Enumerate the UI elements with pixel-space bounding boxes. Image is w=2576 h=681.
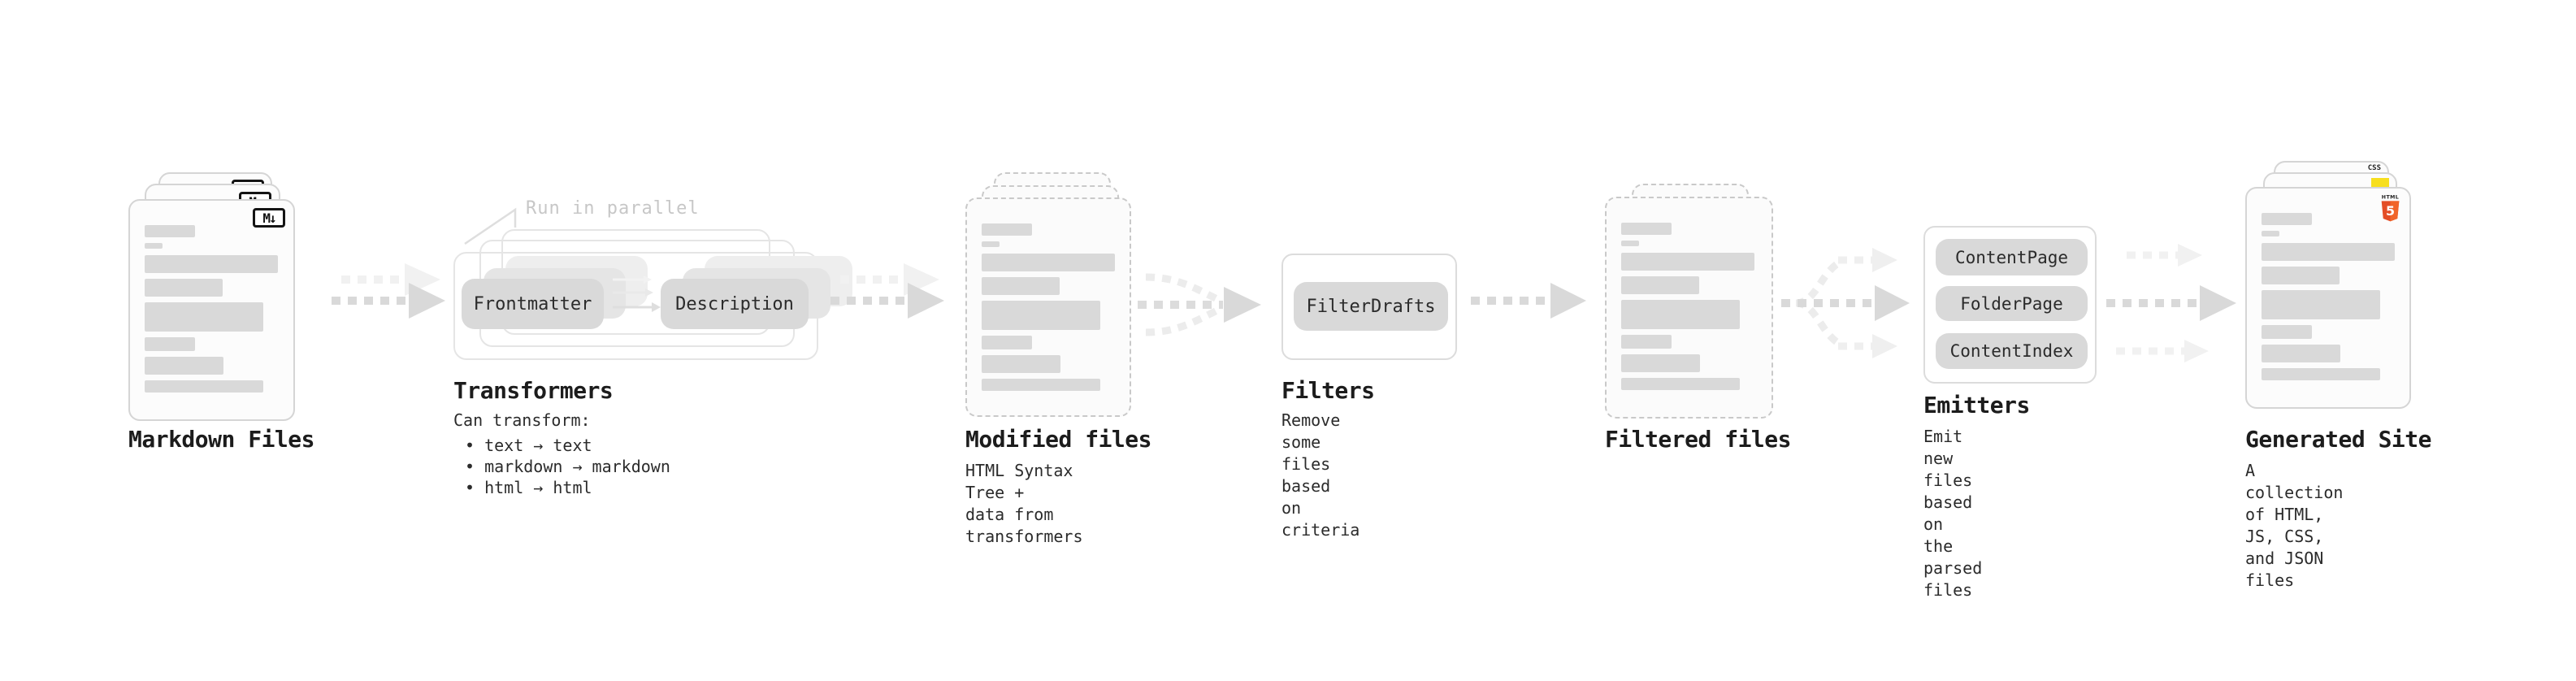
filters-box: FilterDrafts bbox=[1281, 254, 1457, 360]
parallel-flow-arrows bbox=[613, 275, 661, 312]
arrow-emitters-to-generated bbox=[2106, 244, 2236, 362]
filters-sublabel: Remove some files based on criteria bbox=[1281, 410, 1360, 540]
note-leader-line bbox=[464, 207, 517, 245]
stage-label-filters: Filters bbox=[1281, 377, 1375, 404]
svg-text:5: 5 bbox=[2386, 203, 2395, 219]
arrow-modified-to-filters bbox=[1138, 273, 1261, 336]
stage-label-markdown-files: Markdown Files bbox=[128, 426, 315, 453]
pill-contentindex: ContentIndex bbox=[1936, 333, 2088, 369]
svg-text:HTML: HTML bbox=[2382, 194, 2399, 200]
emitters-box: ContentPage FolderPage ContentIndex bbox=[1923, 226, 2097, 384]
javascript-icon bbox=[2371, 178, 2389, 188]
arrow-transformers-to-modified bbox=[830, 263, 944, 319]
bullet-item: • text → text bbox=[465, 436, 592, 455]
pill-folderpage: FolderPage bbox=[1936, 286, 2088, 321]
arrow-markdown-to-transformers bbox=[332, 263, 445, 319]
modified-files-sublabel: HTML Syntax Tree + data from transformer… bbox=[965, 461, 1083, 546]
arrow-filtered-to-emitters bbox=[1781, 248, 1910, 358]
pill-description: Description bbox=[661, 279, 809, 329]
emitters-sublabel: Emit new files based on the parsed files bbox=[1923, 427, 1983, 600]
can-transform-title: Can transform: bbox=[453, 410, 591, 430]
transformers-description: Can transform: • text → text • markdown … bbox=[453, 410, 670, 498]
bullet-item: • markdown → markdown bbox=[465, 457, 670, 476]
pill-frontmatter: Frontmatter bbox=[462, 279, 604, 329]
bullet-item: • html → html bbox=[465, 478, 592, 497]
stage-label-transformers: Transformers bbox=[453, 377, 614, 404]
filtered-doc-front bbox=[1605, 197, 1773, 419]
generated-doc-html: HTML 5 bbox=[2245, 187, 2411, 409]
run-in-parallel-note: Run in parallel bbox=[526, 198, 700, 219]
html5-icon: HTML 5 bbox=[2381, 194, 2400, 222]
pill-contentpage: ContentPage bbox=[1936, 239, 2088, 275]
generated-site-sublabel: A collection of HTML, JS, CSS, and JSON … bbox=[2245, 461, 2344, 590]
stage-label-modified-files: Modified files bbox=[965, 426, 1152, 453]
markdown-doc-front: M↓ bbox=[128, 199, 295, 421]
stage-label-filtered-files: Filtered files bbox=[1605, 426, 1792, 453]
stage-label-generated-site: Generated Site bbox=[2245, 426, 2432, 453]
markdown-icon: M↓ bbox=[253, 208, 285, 228]
arrow-filters-to-filtered bbox=[1471, 283, 1586, 319]
stage-label-emitters: Emitters bbox=[1923, 392, 2030, 419]
pill-filterdrafts: FilterDrafts bbox=[1294, 282, 1448, 331]
modified-doc-front bbox=[965, 197, 1131, 417]
